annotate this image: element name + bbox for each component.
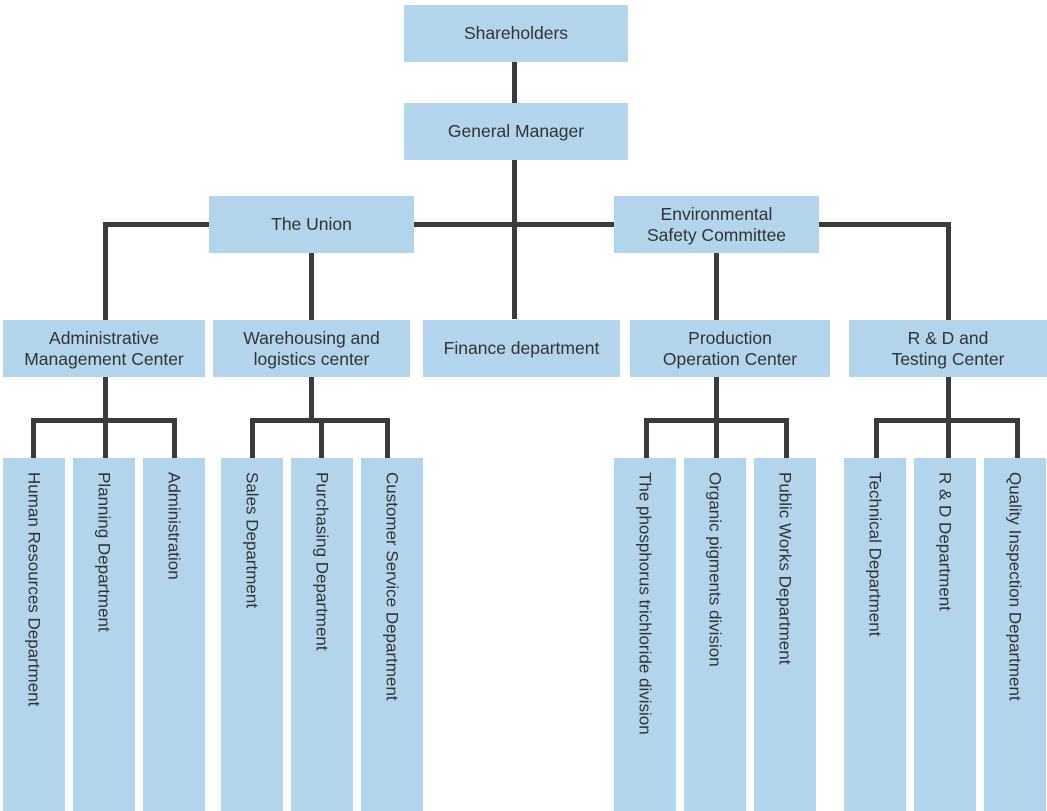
connector-production-stem xyxy=(714,377,719,422)
connector-bus-to-administrative-center xyxy=(103,222,108,321)
node-customer-service-department[interactable]: Customer Service Department xyxy=(361,458,423,811)
connector-level2-bus-middle xyxy=(410,222,620,227)
connector-production-drop-1 xyxy=(644,418,649,458)
node-warehousing-logistics-center-label: Warehousing and logistics center xyxy=(243,327,380,369)
node-general-manager-label: General Manager xyxy=(447,121,585,142)
node-administrative-management-center[interactable]: Administrative Management Center xyxy=(3,320,205,377)
node-human-resources-department-label: Human Resources Department xyxy=(24,472,44,707)
node-quality-inspection-department-label: Quality Inspection Department xyxy=(1005,472,1025,701)
node-organic-pigments-division[interactable]: Organic pigments division xyxy=(684,458,746,811)
node-rd-testing-center-label: R & D and Testing Center xyxy=(891,327,1005,369)
node-the-union[interactable]: The Union xyxy=(209,196,414,253)
connector-union-to-warehousing-center xyxy=(309,252,314,321)
node-administrative-management-center-label: Administrative Management Center xyxy=(24,327,184,369)
node-administration[interactable]: Administration xyxy=(143,458,205,811)
node-administration-label: Administration xyxy=(164,472,184,580)
node-general-manager[interactable]: General Manager xyxy=(404,103,628,160)
node-quality-inspection-department[interactable]: Quality Inspection Department xyxy=(984,458,1046,811)
node-sales-department-label: Sales Department xyxy=(242,472,262,609)
node-rd-department-label: R & D Department xyxy=(935,472,955,611)
connector-admin-drop-2 xyxy=(103,418,108,458)
connector-level2-bus-left xyxy=(103,222,214,227)
connector-esc-to-production-center xyxy=(714,252,719,321)
node-purchasing-department[interactable]: Purchasing Department xyxy=(291,458,353,811)
connector-admin-drop-3 xyxy=(172,418,177,458)
node-sales-department[interactable]: Sales Department xyxy=(221,458,283,811)
node-public-works-department[interactable]: Public Works Department xyxy=(754,458,816,811)
connector-warehouse-drop-3 xyxy=(385,418,390,458)
connector-warehouse-drop-1 xyxy=(250,418,255,458)
node-organic-pigments-division-label: Organic pigments division xyxy=(705,472,725,667)
connector-rd-drop-3 xyxy=(1015,418,1020,458)
node-finance-department[interactable]: Finance department xyxy=(423,320,620,377)
connector-rd-stem xyxy=(946,377,951,422)
connector-bus-to-rd-testing-center xyxy=(946,222,951,321)
connector-warehouse-drop-2 xyxy=(319,418,324,458)
node-environmental-safety-committee-label: Environmental Safety Committee xyxy=(646,203,787,245)
node-planning-department[interactable]: Planning Department xyxy=(73,458,135,811)
node-human-resources-department[interactable]: Human Resources Department xyxy=(3,458,65,811)
node-production-operation-center-label: Production Operation Center xyxy=(662,327,798,369)
node-finance-department-label: Finance department xyxy=(443,338,600,359)
connector-shareholders-to-general-manager xyxy=(512,62,517,103)
node-technical-department[interactable]: Technical Department xyxy=(844,458,906,811)
node-shareholders[interactable]: Shareholders xyxy=(404,5,628,62)
node-rd-testing-center[interactable]: R & D and Testing Center xyxy=(849,320,1047,377)
connector-production-drop-2 xyxy=(714,418,719,458)
node-technical-department-label: Technical Department xyxy=(865,472,885,637)
node-purchasing-department-label: Purchasing Department xyxy=(312,472,332,651)
connector-level2-bus-right xyxy=(813,222,951,227)
node-phosphorus-trichloride-division[interactable]: The phosphorus trichloride division xyxy=(614,458,676,811)
node-production-operation-center[interactable]: Production Operation Center xyxy=(630,320,830,377)
node-public-works-department-label: Public Works Department xyxy=(775,472,795,665)
node-phosphorus-trichloride-division-label: The phosphorus trichloride division xyxy=(635,472,655,735)
node-planning-department-label: Planning Department xyxy=(94,472,114,632)
node-the-union-label: The Union xyxy=(271,214,352,235)
connector-general-manager-trunk xyxy=(512,159,517,319)
connector-rd-drop-2 xyxy=(946,418,951,458)
connector-admin-stem xyxy=(103,377,108,422)
node-environmental-safety-committee[interactable]: Environmental Safety Committee xyxy=(614,196,819,253)
connector-warehouse-stem xyxy=(309,377,314,422)
node-rd-department[interactable]: R & D Department xyxy=(914,458,976,811)
node-shareholders-label: Shareholders xyxy=(463,23,569,44)
connector-admin-drop-1 xyxy=(31,418,36,458)
node-customer-service-department-label: Customer Service Department xyxy=(382,472,402,701)
connector-production-drop-3 xyxy=(784,418,789,458)
node-warehousing-logistics-center[interactable]: Warehousing and logistics center xyxy=(213,320,410,377)
connector-rd-drop-1 xyxy=(874,418,879,458)
